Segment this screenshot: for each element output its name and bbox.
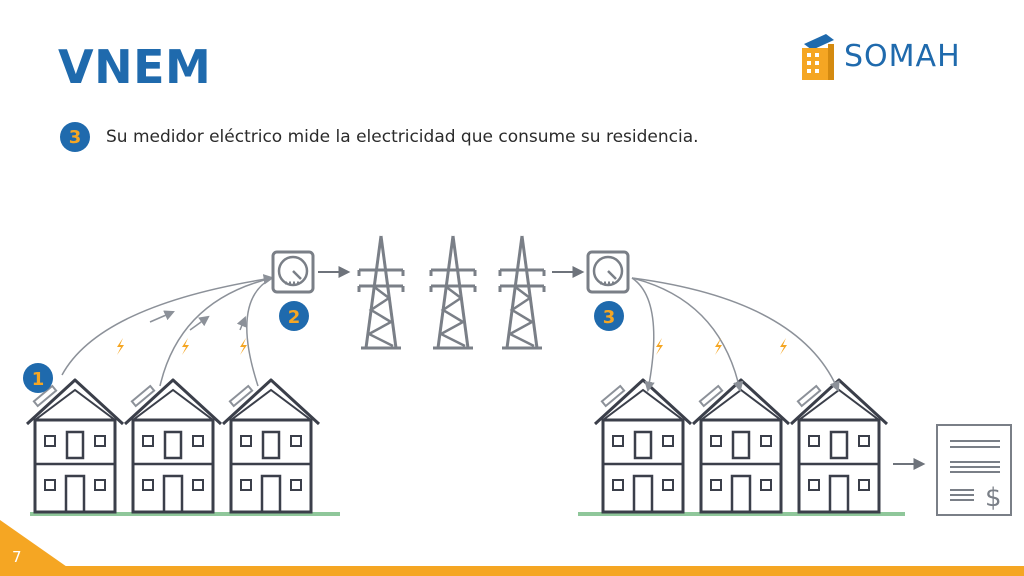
meter-icon <box>271 250 315 294</box>
svg-text:1: 1 <box>32 369 45 390</box>
house-right-1 <box>593 378 693 514</box>
house-left-1 <box>25 378 125 514</box>
tower-icon <box>429 234 477 350</box>
bolt-icon <box>240 338 247 355</box>
flow-arrow <box>246 277 273 387</box>
flow-arrow <box>631 277 655 393</box>
bill-icon: $ <box>936 424 1012 516</box>
diagram-badge-2: 2 <box>279 301 309 331</box>
tower-icon <box>498 234 546 350</box>
flow-arrow <box>631 277 744 393</box>
corner-accent <box>0 520 80 576</box>
svg-text:2: 2 <box>288 307 301 328</box>
bolt-icon <box>656 338 663 355</box>
house-left-2 <box>123 378 223 514</box>
building-logo-icon <box>802 34 834 80</box>
bolt-icon <box>182 338 189 355</box>
bolt-icon <box>780 338 787 355</box>
house-left-3 <box>221 378 321 514</box>
flow-arrow <box>61 274 275 376</box>
step-description: 3 Su medidor eléctrico mide la electrici… <box>60 122 699 152</box>
flow-arrow <box>159 277 273 387</box>
house-right-2 <box>691 378 791 514</box>
page-title: VNEM <box>58 40 212 94</box>
flow-arrow <box>631 277 840 392</box>
diagram-badge-3: 3 <box>594 301 624 331</box>
meter-icon <box>586 250 630 294</box>
bolt-icon <box>117 338 124 355</box>
tower-icon <box>357 234 405 350</box>
bottom-bar <box>0 566 1024 576</box>
bill-dollar-sign: $ <box>985 483 1002 513</box>
step-badge: 3 <box>60 122 90 152</box>
page-number: 7 <box>12 548 22 566</box>
logo-text: SOMAH <box>844 38 961 74</box>
svg-text:3: 3 <box>603 307 616 328</box>
diagram-badge-1: 1 <box>23 363 53 393</box>
house-right-3 <box>789 378 889 514</box>
step-text: Su medidor eléctrico mide la electricida… <box>106 127 699 147</box>
somah-logo: SOMAH <box>800 30 961 82</box>
